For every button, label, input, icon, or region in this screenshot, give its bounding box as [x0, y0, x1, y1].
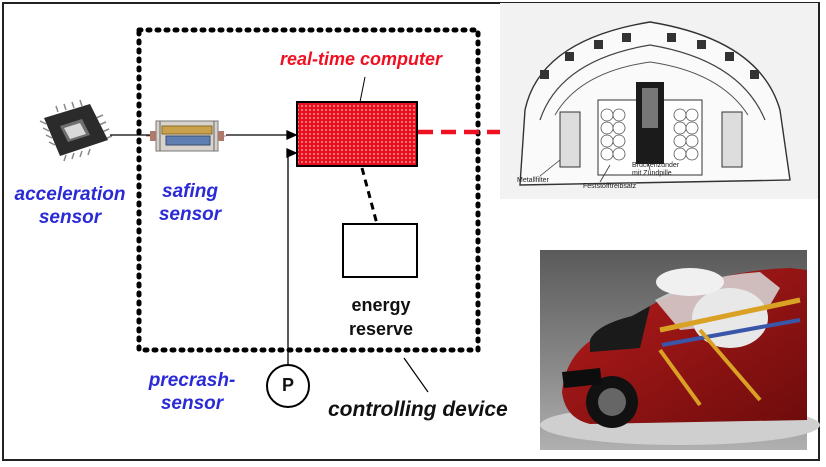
precrash-sensor-symbol: [266, 364, 310, 408]
propellant-label: Feststofftreibsatz: [583, 183, 637, 190]
realtime-computer-label: real-time computer: [280, 49, 443, 69]
computer-callout-line: [359, 76, 366, 103]
figure-frame: [2, 2, 820, 461]
controlling-device-boundary: [136, 27, 481, 353]
precrash-sensor-label: precrash- sensor: [148, 370, 236, 414]
controlling-device-label: controlling device: [328, 398, 508, 421]
safing-sensor-icon: [146, 120, 226, 152]
igniter-label: Brückenzünder mit Zündpille: [632, 162, 680, 177]
chip-icon: [39, 99, 113, 162]
energy-link: [360, 167, 379, 225]
metal-filter-label: Metallfilter: [517, 177, 549, 184]
airbag-inflator-drawing: [500, 3, 818, 199]
car-airbag-photo: [540, 250, 820, 450]
energy-reserve-label: energy reserve: [348, 295, 414, 339]
controlling-device-pointer: [403, 357, 429, 393]
pressure-symbol-label: P: [281, 375, 294, 395]
realtime-computer-box: [296, 101, 418, 167]
safing-sensor-label: safing sensor: [158, 181, 222, 225]
energy-reserve-box: [342, 223, 418, 278]
connection-lines: [110, 129, 298, 365]
acceleration-sensor-label: acceleration sensor: [14, 184, 126, 228]
